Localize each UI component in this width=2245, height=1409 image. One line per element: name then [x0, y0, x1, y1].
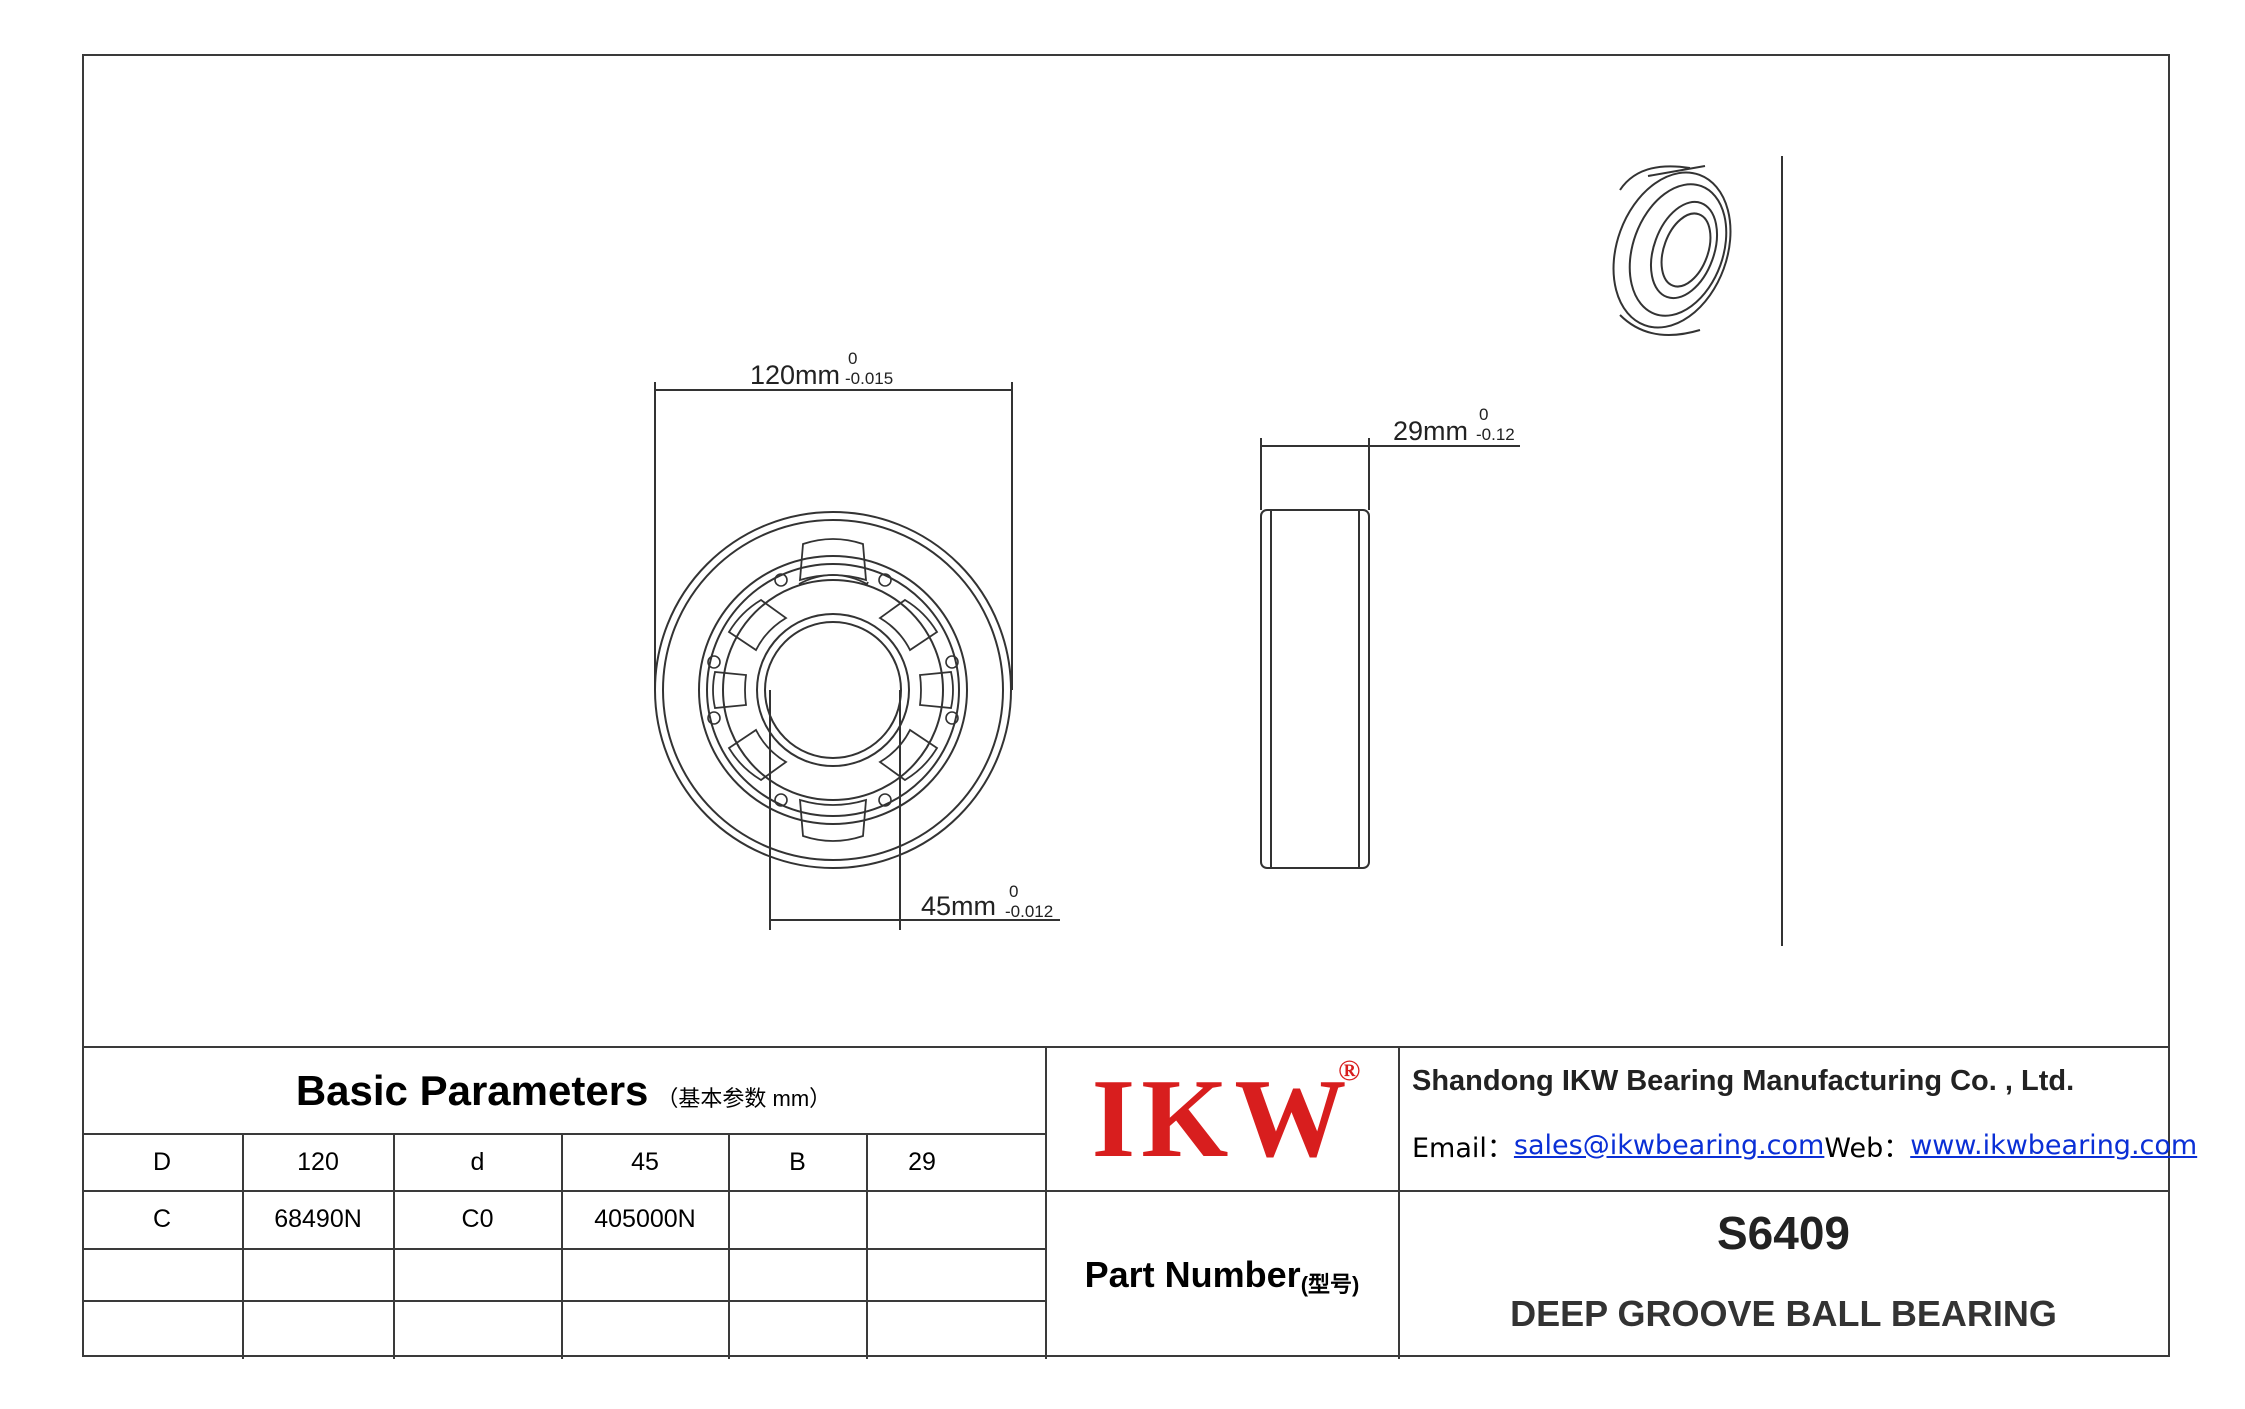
dim-width-lines: [1260, 438, 1520, 510]
part-number-cell: S6409: [1399, 1198, 2168, 1268]
part-description-cell: DEEP GROOVE BALL BEARING: [1399, 1284, 2168, 1344]
basic-parameters-header: Basic Parameters （基本参数 mm）: [82, 1048, 1045, 1133]
basic-parameters-title: Basic Parameters: [295, 1066, 649, 1114]
dim-outer-upper: 0: [848, 349, 857, 368]
param-cell: D: [152, 1147, 172, 1176]
param-cell: 29: [908, 1147, 936, 1176]
bearing-side-view: [1260, 509, 1370, 869]
dim-outer-lower: -0.015: [845, 369, 893, 388]
part-number-label: Part Number: [1084, 1254, 1301, 1295]
param-cell: d: [470, 1147, 485, 1176]
bearing-front-view: [654, 511, 1012, 869]
company-logo: IKW ®: [1046, 1048, 1398, 1190]
dim-inner-lower: -0.012: [1005, 902, 1053, 921]
dim-outer-label: 120mm 0 -0.015: [750, 349, 893, 390]
title-block: Basic Parameters （基本参数 mm） D 120 d 45 B …: [82, 1046, 2197, 1359]
email-label: Email：: [1412, 1132, 1514, 1164]
param-cell: 405000N: [594, 1205, 696, 1233]
basic-parameters-unit: （基本参数 mm）: [656, 1085, 832, 1111]
param-cell: C: [152, 1205, 172, 1233]
dim-outer-lines: [654, 382, 1013, 690]
part-number: S6409: [1716, 1207, 1850, 1259]
param-cell: C0: [461, 1205, 494, 1233]
param-cell: [867, 1191, 1045, 1248]
param-cell: [729, 1191, 866, 1248]
param-cell: 45: [631, 1147, 659, 1176]
company-name-cell: Shandong IKW Bearing Manufacturing Co. ,…: [1412, 1056, 2162, 1106]
part-number-label-sub: (型号): [1300, 1272, 1360, 1297]
dim-inner-label: 45mm 0 -0.012: [921, 882, 1053, 921]
param-cell: 120: [297, 1147, 339, 1176]
registered-mark-icon: ®: [1338, 1054, 1361, 1087]
bearing-isometric-view: [1612, 165, 1732, 336]
param-cell: B: [789, 1147, 806, 1176]
param-cell: 68490N: [274, 1205, 362, 1233]
dim-width-lower: -0.12: [1476, 425, 1515, 444]
contact-row: Email： sales@ikwbearing.com Web： www.ikw…: [1412, 1120, 2197, 1170]
dim-outer-value: 120mm: [750, 360, 840, 390]
dim-inner-value: 45mm: [921, 891, 996, 921]
dim-inner-lines: [769, 690, 1060, 930]
technical-drawing: 120mm 0 -0.015 45mm 0 -0.012 29mm 0 -0.1…: [654, 156, 1783, 946]
logo-text: IKW: [1091, 1056, 1353, 1181]
dim-inner-upper: 0: [1009, 882, 1018, 901]
dim-width-upper: 0: [1479, 405, 1488, 424]
web-label: Web：: [1824, 1132, 1911, 1164]
part-number-label-cell: Part Number (型号): [1046, 1191, 1398, 1359]
email-link[interactable]: sales@ikwbearing.com: [1513, 1129, 1825, 1161]
web-link[interactable]: www.ikwbearing.com: [1910, 1129, 2198, 1161]
drawing-sheet-border: [82, 54, 2170, 1357]
part-description: DEEP GROOVE BALL BEARING: [1510, 1293, 2057, 1334]
company-name: Shandong IKW Bearing Manufacturing Co. ,…: [1412, 1064, 2075, 1097]
dim-width-label: 29mm 0 -0.12: [1393, 405, 1515, 446]
dim-width-value: 29mm: [1393, 416, 1468, 446]
